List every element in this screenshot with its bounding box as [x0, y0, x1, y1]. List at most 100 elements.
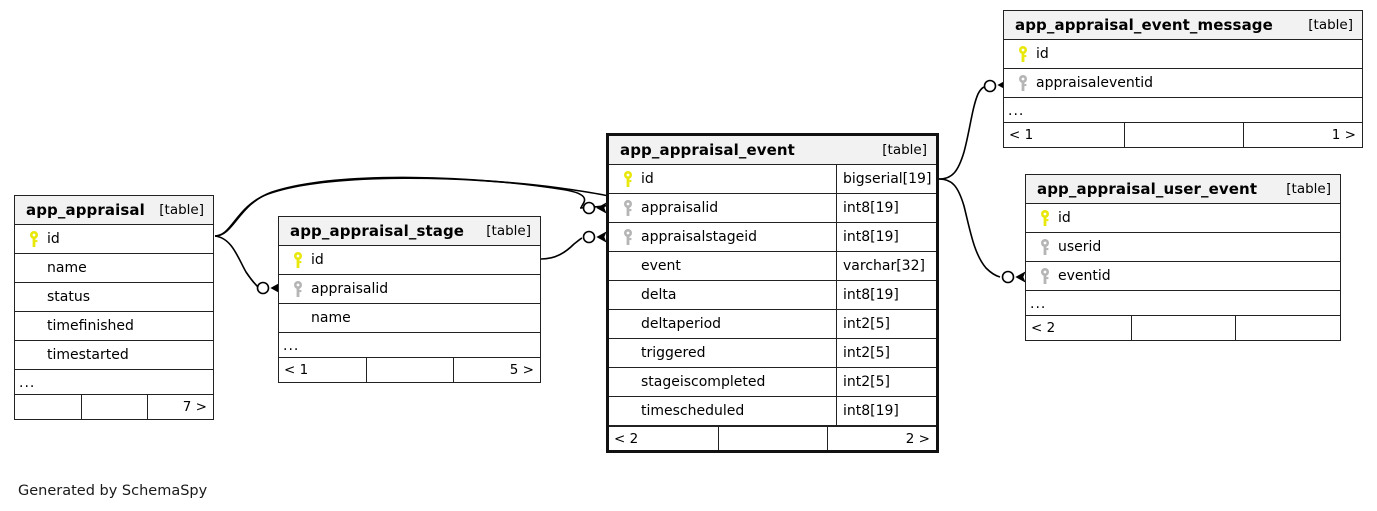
more-columns-indicator: ...	[1026, 291, 1340, 316]
edge-event-to-user-event	[938, 178, 1026, 284]
table-title: app_appraisal	[26, 201, 145, 219]
edge-event-to-event-message	[938, 79, 1008, 180]
footer-outgoing-count: 2 >	[827, 427, 936, 450]
table-app-appraisal[interactable]: app_appraisal [table] id name status	[14, 195, 214, 420]
key-icon	[617, 228, 639, 246]
key-icon	[617, 199, 639, 217]
column-name: deltaperiod	[641, 316, 722, 332]
footer-incoming-count	[15, 395, 81, 419]
table-row[interactable]: id	[15, 225, 213, 254]
table-row[interactable]: id	[1004, 40, 1362, 69]
table-kind-label: [table]	[1308, 17, 1353, 33]
key-icon	[1034, 238, 1056, 256]
column-name: id	[47, 231, 60, 247]
footer-middle	[1123, 123, 1243, 147]
table-row[interactable]: stageiscompleted int2[5]	[609, 368, 936, 397]
footer-incoming-count: < 2	[614, 430, 639, 447]
table-header: app_appraisal_event_message [table]	[1004, 11, 1362, 40]
table-kind-label: [table]	[882, 142, 927, 158]
table-row[interactable]: triggered int2[5]	[609, 339, 936, 368]
column-type: int8[19]	[836, 194, 936, 222]
column-name: id	[1036, 46, 1049, 62]
key-icon	[1012, 45, 1034, 63]
table-row[interactable]: id	[1026, 204, 1340, 233]
diagram-caption: Generated by SchemaSpy	[18, 483, 208, 499]
column-cell: id	[1026, 204, 1340, 232]
column-cell: timescheduled	[609, 397, 836, 425]
column-cell: appraisalid	[279, 275, 540, 303]
column-cell: status	[15, 283, 213, 311]
footer-outgoing-count: 7 >	[147, 395, 213, 419]
table-footer: < 1 1 >	[1004, 123, 1362, 147]
table-row[interactable]: timescheduled int8[19]	[609, 397, 936, 426]
key-icon	[1034, 209, 1056, 227]
column-name: id	[641, 171, 654, 187]
table-footer: < 2 2 >	[609, 426, 936, 450]
table-row[interactable]: appraisalid	[279, 275, 540, 304]
column-name: appraisalid	[311, 281, 389, 297]
column-cell: appraisaleventid	[1004, 69, 1362, 97]
table-row[interactable]: status	[15, 283, 213, 312]
table-header: app_appraisal_stage [table]	[279, 217, 540, 246]
key-icon	[287, 251, 309, 269]
key-icon	[23, 230, 45, 248]
column-cell: id	[609, 165, 836, 193]
table-row[interactable]: timefinished	[15, 312, 213, 341]
table-row[interactable]: timestarted	[15, 341, 213, 370]
table-title: app_appraisal_user_event	[1037, 180, 1258, 198]
table-row[interactable]: delta int8[19]	[609, 281, 936, 310]
edge-stage-to-event-appraisalstageid	[540, 230, 607, 260]
column-cell: deltaperiod	[609, 310, 836, 338]
column-name: event	[641, 258, 681, 274]
table-row[interactable]: appraisalid int8[19]	[609, 194, 936, 223]
table-row[interactable]: deltaperiod int2[5]	[609, 310, 936, 339]
column-cell: appraisalstageid	[609, 223, 836, 251]
table-header: app_appraisal_user_event [table]	[1026, 175, 1340, 204]
table-row[interactable]: name	[15, 254, 213, 283]
edge-appraisal-to-stage-appraisalid	[214, 235, 281, 295]
table-title: app_appraisal_stage	[290, 222, 465, 240]
column-type: int2[5]	[836, 339, 936, 367]
table-header: app_appraisal_event [table]	[609, 136, 936, 165]
column-name: id	[311, 252, 324, 268]
table-row[interactable]: id bigserial[19]	[609, 165, 936, 194]
column-name: triggered	[641, 345, 706, 361]
table-footer: < 1 5 >	[279, 358, 540, 382]
footer-middle	[1130, 316, 1236, 340]
table-footer: 7 >	[15, 395, 213, 419]
table-row[interactable]: name	[279, 304, 540, 333]
column-name: userid	[1058, 239, 1102, 255]
table-row[interactable]: appraisaleventid	[1004, 69, 1362, 98]
table-app-appraisal-stage[interactable]: app_appraisal_stage [table] id appraisal…	[278, 216, 541, 383]
footer-incoming-count: < 1	[284, 362, 309, 378]
table-app-appraisal-event[interactable]: app_appraisal_event [table] id bigserial…	[606, 133, 939, 453]
column-name: appraisalid	[641, 200, 719, 216]
table-row[interactable]: appraisalstageid int8[19]	[609, 223, 936, 252]
table-kind-label: [table]	[486, 223, 531, 239]
column-cell: appraisalid	[609, 194, 836, 222]
column-name: timefinished	[47, 318, 134, 334]
table-kind-label: [table]	[1286, 181, 1331, 197]
column-type: bigserial[19]	[836, 165, 936, 193]
table-header: app_appraisal [table]	[15, 196, 213, 225]
table-row[interactable]: eventid	[1026, 262, 1340, 291]
column-name: status	[47, 289, 91, 305]
table-title: app_appraisal_event	[620, 141, 795, 159]
column-cell: id	[279, 246, 540, 274]
table-row[interactable]: event varchar[32]	[609, 252, 936, 281]
footer-outgoing-count	[1235, 316, 1340, 340]
key-icon	[617, 170, 639, 188]
column-name: id	[1058, 210, 1071, 226]
column-name: eventid	[1058, 268, 1111, 284]
table-row[interactable]: id	[279, 246, 540, 275]
more-columns-indicator: ...	[15, 370, 213, 395]
table-app-appraisal-event-message[interactable]: app_appraisal_event_message [table] id a…	[1003, 10, 1363, 148]
table-app-appraisal-user-event[interactable]: app_appraisal_user_event [table] id user…	[1025, 174, 1341, 341]
column-name: timescheduled	[641, 403, 745, 419]
key-icon	[1012, 74, 1034, 92]
table-row[interactable]: userid	[1026, 233, 1340, 262]
column-cell: eventid	[1026, 262, 1340, 290]
column-type: int8[19]	[836, 397, 936, 425]
table-kind-label: [table]	[159, 202, 204, 218]
